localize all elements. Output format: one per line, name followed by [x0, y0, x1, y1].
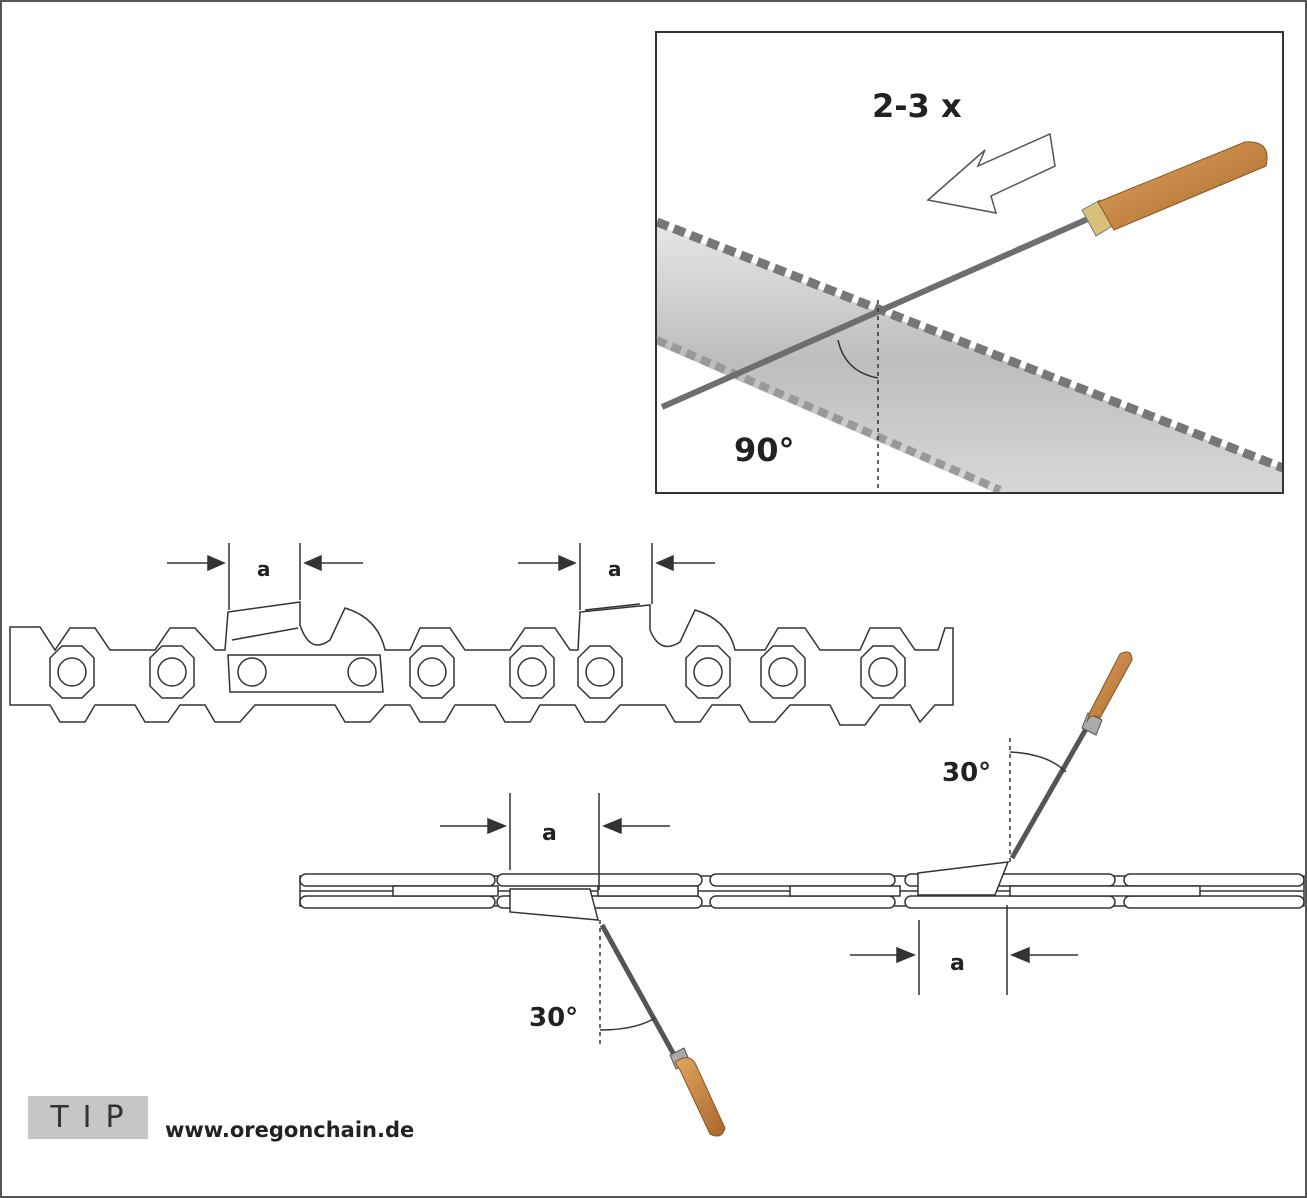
dim-label-a-4: a — [950, 951, 965, 976]
round-file — [660, 215, 1092, 410]
tip-label: TIP — [50, 1100, 138, 1135]
side-dimension-1 — [167, 543, 363, 610]
guide-bar — [657, 225, 1282, 492]
dim-label-a-3: a — [542, 821, 557, 846]
file-upper — [1009, 651, 1133, 862]
top-view-chain — [299, 861, 1305, 921]
chain-bottom-edge — [657, 336, 1002, 492]
angle-label-30-lower: 30° — [529, 1003, 578, 1033]
dim-label-a-1: a — [257, 557, 271, 581]
cutter-lower — [509, 888, 599, 921]
angle-label-30-upper: 30° — [942, 758, 991, 788]
chain-top-edge — [657, 217, 1282, 473]
angle-arc-30-lower — [599, 1017, 656, 1031]
side-dimension-2 — [518, 543, 715, 610]
dim-label-a-2: a — [608, 557, 622, 581]
tip-badge: TIP — [28, 1096, 148, 1139]
website-link[interactable]: www.oregonchain.de — [165, 1118, 415, 1142]
side-view-rivets — [49, 645, 906, 699]
file-lower — [599, 920, 726, 1137]
angle-label-90: 90° — [734, 431, 795, 469]
file-handle — [1097, 141, 1268, 231]
top-dimension-1 — [440, 793, 670, 890]
direction-arrow — [926, 132, 1056, 214]
photo-panel — [655, 31, 1284, 494]
angle-arc-90 — [837, 339, 879, 379]
top-dimension-2 — [850, 905, 1078, 995]
repeat-label: 2-3 x — [872, 87, 962, 125]
cutter-upper — [917, 861, 1010, 896]
angle-arc-30-upper — [1009, 751, 1067, 773]
